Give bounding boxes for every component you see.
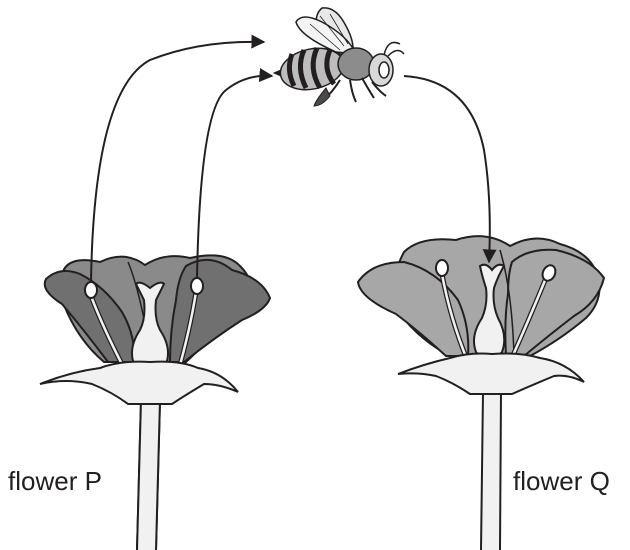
flower-p (40, 255, 270, 550)
flower-p-label: flower P (8, 468, 102, 494)
flower-q (358, 236, 604, 550)
flower-q-sepals (398, 354, 584, 395)
flower-p-sepals (40, 362, 238, 404)
flower-p-anther-left (85, 282, 97, 298)
flower-p-anther-right (191, 278, 203, 294)
arrow-icon-bee-to-q (404, 76, 490, 262)
bee-antennae (384, 42, 404, 56)
arrow-icon-p-left-to-bee (91, 42, 264, 282)
flower-q-anther-left (436, 260, 448, 276)
flower-q-label: flower Q (513, 468, 610, 494)
arrow-icon-p-right-to-bee (197, 76, 272, 278)
bee-thorax (338, 48, 374, 80)
bee-icon (274, 8, 404, 106)
